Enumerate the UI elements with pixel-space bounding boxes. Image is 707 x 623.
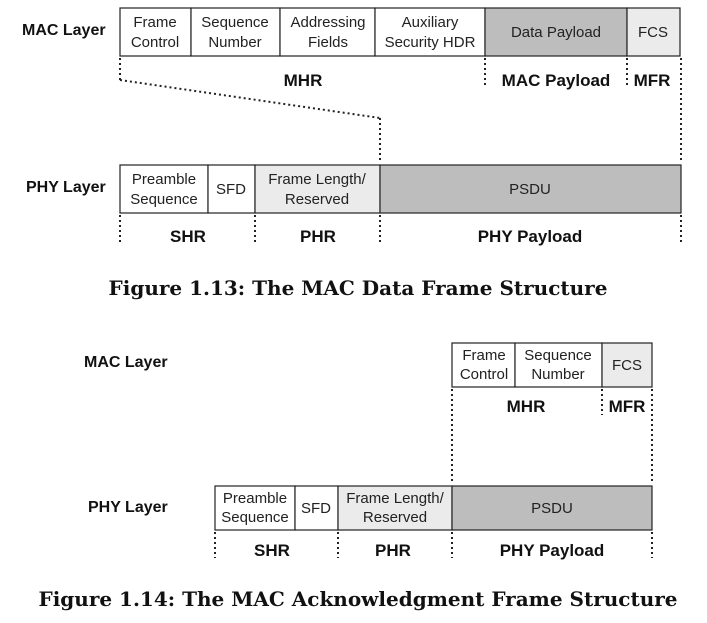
phy-payload-section-label: PHY Payload (500, 541, 605, 560)
psdu-cell (451, 485, 653, 531)
figure-1-14: MAC Layer PHY Layer Frame Control Sequen… (39, 342, 678, 611)
preamble-cell (214, 485, 296, 531)
mhr-section-label: MHR (284, 71, 323, 90)
mfr-section-label: MFR (609, 397, 646, 416)
sequence-number-cell (190, 7, 281, 57)
mfr-section-label: MFR (634, 71, 671, 90)
fcs-label: FCS (638, 24, 668, 41)
phy-layer-label: PHY Layer (26, 179, 106, 196)
sfd-label: SFD (301, 500, 331, 517)
fcs-cell (626, 7, 681, 57)
phy-layer-label: PHY Layer (88, 499, 168, 516)
sfd-label: SFD (216, 181, 246, 198)
frame-control-label-line1: Frame (462, 347, 505, 364)
frame-length-cell (337, 485, 453, 531)
mhr-section-label: MHR (507, 397, 546, 416)
frame-length-label-line2: Reserved (285, 191, 349, 208)
aux-security-label-line1: Auxiliary (402, 14, 459, 31)
preamble-label-line1: Preamble (132, 171, 196, 188)
phr-section-label: PHR (375, 541, 411, 560)
sequence-number-label-line1: Sequence (524, 347, 592, 364)
frame-length-label-line1: Frame Length/ (268, 171, 366, 188)
frame-control-cell (451, 342, 516, 388)
sfd-cell (207, 164, 256, 214)
preamble-label-line2: Sequence (130, 191, 198, 208)
preamble-label-line2: Sequence (221, 509, 289, 526)
fcs-cell (601, 342, 653, 388)
mac-payload-section-label: MAC Payload (502, 71, 611, 90)
fcs-label: FCS (612, 357, 642, 374)
figure-caption: Figure 1.14: The MAC Acknowledgment Fram… (39, 587, 678, 611)
data-payload-cell (484, 7, 628, 57)
figure-1-13: MAC Layer PHY Layer Frame Control Sequen… (22, 7, 682, 300)
frame-control-label-line2: Control (131, 34, 179, 51)
sequence-number-label-line2: Number (208, 34, 261, 51)
frame-control-label-line2: Control (460, 366, 508, 383)
aux-security-label-line2: Security HDR (385, 34, 476, 51)
mac-layer-label: MAC Layer (84, 354, 168, 371)
frame-length-label-line1: Frame Length/ (346, 490, 444, 507)
preamble-label-line1: Preamble (223, 490, 287, 507)
frame-control-label-line1: Frame (133, 14, 176, 31)
frame-length-label-line2: Reserved (363, 509, 427, 526)
mac-layer-label: MAC Layer (22, 22, 106, 39)
frame-length-cell (254, 164, 381, 214)
phy-payload-section-label: PHY Payload (478, 227, 583, 246)
addressing-fields-cell (279, 7, 376, 57)
addressing-fields-label-line2: Fields (308, 34, 348, 51)
phr-section-label: PHR (300, 227, 336, 246)
shr-section-label: SHR (170, 227, 206, 246)
frame-control-cell (119, 7, 192, 57)
psdu-label: PSDU (509, 181, 551, 198)
psdu-label: PSDU (531, 500, 573, 517)
shr-section-label: SHR (254, 541, 290, 560)
figure-caption: Figure 1.13: The MAC Data Frame Structur… (109, 276, 608, 300)
sequence-number-label-line1: Sequence (201, 14, 269, 31)
sequence-number-label-line2: Number (531, 366, 584, 383)
psdu-cell (379, 164, 682, 214)
mapping-diagonal-line (119, 79, 381, 119)
preamble-cell (119, 164, 209, 214)
sequence-number-cell (514, 342, 603, 388)
addressing-fields-label-line1: Addressing (290, 14, 365, 31)
sfd-cell (294, 485, 339, 531)
data-payload-label: Data Payload (511, 24, 601, 41)
